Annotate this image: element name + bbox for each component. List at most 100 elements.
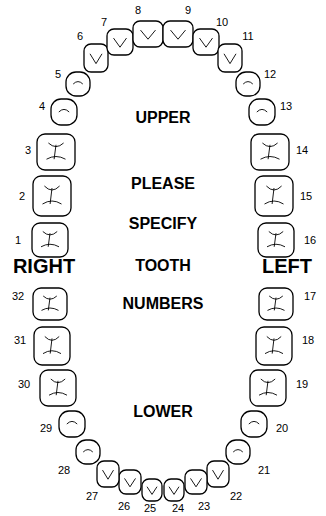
tooth-detail — [103, 470, 114, 479]
tooth-outline — [236, 72, 260, 96]
instruction-word: NUMBERS — [123, 296, 204, 312]
tooth — [34, 327, 70, 365]
tooth-detail — [213, 470, 224, 479]
tooth — [218, 44, 242, 72]
tooth-number: 15 — [300, 191, 312, 202]
tooth-number: 29 — [40, 423, 52, 434]
tooth-outline — [119, 470, 141, 494]
tooth — [32, 223, 68, 257]
tooth — [133, 21, 163, 47]
tooth-detail — [257, 109, 267, 112]
tooth — [76, 440, 100, 464]
tooth-outline — [51, 99, 77, 125]
tooth-outline — [142, 479, 162, 501]
tooth-number: 10 — [216, 17, 228, 28]
tooth — [259, 288, 293, 320]
tooth — [185, 470, 207, 494]
tooth — [258, 223, 294, 257]
tooth-number: 6 — [77, 31, 83, 42]
tooth-detail — [67, 421, 77, 424]
tooth-outline — [76, 440, 100, 464]
tooth-detail — [233, 450, 243, 452]
tooth-number: 4 — [39, 101, 45, 112]
tooth-outline — [258, 223, 294, 257]
tooth-detail — [83, 450, 93, 452]
tooth — [119, 470, 141, 494]
tooth-outline — [33, 288, 67, 320]
tooth-outline — [251, 134, 289, 170]
tooth-outline — [107, 29, 133, 55]
tooth-number: 5 — [55, 69, 61, 80]
tooth — [37, 134, 75, 170]
tooth-detail — [224, 54, 236, 64]
tooth-detail — [59, 109, 69, 112]
tooth-outline — [40, 370, 76, 406]
tooth-number: 26 — [118, 501, 130, 512]
tooth-number: 17 — [304, 291, 316, 302]
tooth-number: 9 — [185, 5, 191, 16]
tooth-number: 1 — [15, 235, 21, 246]
tooth-outline — [133, 21, 163, 47]
tooth-outline — [34, 327, 70, 365]
tooth — [256, 327, 292, 365]
tooth — [193, 29, 219, 55]
tooth-detail — [141, 30, 156, 39]
tooth-detail — [265, 337, 283, 354]
tooth-outline — [256, 327, 292, 365]
tooth-outline — [226, 440, 250, 464]
tooth-number: 8 — [135, 5, 141, 16]
tooth-number: 18 — [302, 335, 314, 346]
instruction-word: PLEASE — [131, 176, 195, 192]
tooth — [236, 72, 260, 96]
tooth-number: 19 — [296, 379, 308, 390]
tooth-outline — [164, 479, 184, 501]
arch-heading: UPPER — [135, 110, 190, 126]
tooth — [250, 370, 286, 406]
tooth — [40, 370, 76, 406]
tooth — [84, 44, 108, 72]
tooth-detail — [41, 232, 59, 247]
tooth-number: 14 — [296, 145, 308, 156]
tooth-detail — [259, 379, 277, 395]
side-label: RIGHT — [13, 256, 75, 276]
arch-heading: LOWER — [133, 404, 193, 420]
tooth — [33, 176, 71, 216]
tooth — [142, 479, 162, 501]
tooth-outline — [249, 99, 275, 125]
tooth — [241, 411, 267, 437]
tooth — [107, 29, 133, 55]
tooth-detail — [169, 487, 179, 495]
tooth-outline — [193, 29, 219, 55]
tooth-detail — [267, 232, 285, 247]
tooth-outline — [207, 461, 229, 487]
tooth — [251, 134, 289, 170]
tooth-outline — [218, 44, 242, 72]
tooth-number: 12 — [264, 69, 276, 80]
tooth-number: 7 — [101, 17, 107, 28]
tooth — [164, 479, 184, 501]
tooth-detail — [43, 186, 62, 204]
tooth-number: 25 — [144, 503, 156, 514]
tooth-outline — [66, 72, 90, 96]
tooth-detail — [49, 379, 67, 395]
tooth-number: 20 — [276, 423, 288, 434]
tooth-detail — [147, 487, 157, 495]
tooth-detail — [261, 143, 280, 159]
instruction-word: TOOTH — [135, 258, 191, 274]
tooth-detail — [73, 82, 83, 84]
tooth-outline — [259, 288, 293, 320]
tooth-detail — [114, 38, 127, 47]
tooth — [163, 21, 193, 47]
tooth — [207, 461, 229, 487]
tooth-number: 32 — [12, 291, 24, 302]
tooth-outline — [59, 411, 85, 437]
tooth-number: 16 — [304, 235, 316, 246]
tooth-detail — [265, 186, 284, 204]
tooth — [255, 176, 293, 216]
tooth-detail — [125, 478, 136, 486]
tooth-outline — [250, 370, 286, 406]
side-label: LEFT — [262, 256, 312, 276]
tooth — [66, 72, 90, 96]
tooth-number: 22 — [230, 491, 242, 502]
tooth-number: 30 — [18, 379, 30, 390]
